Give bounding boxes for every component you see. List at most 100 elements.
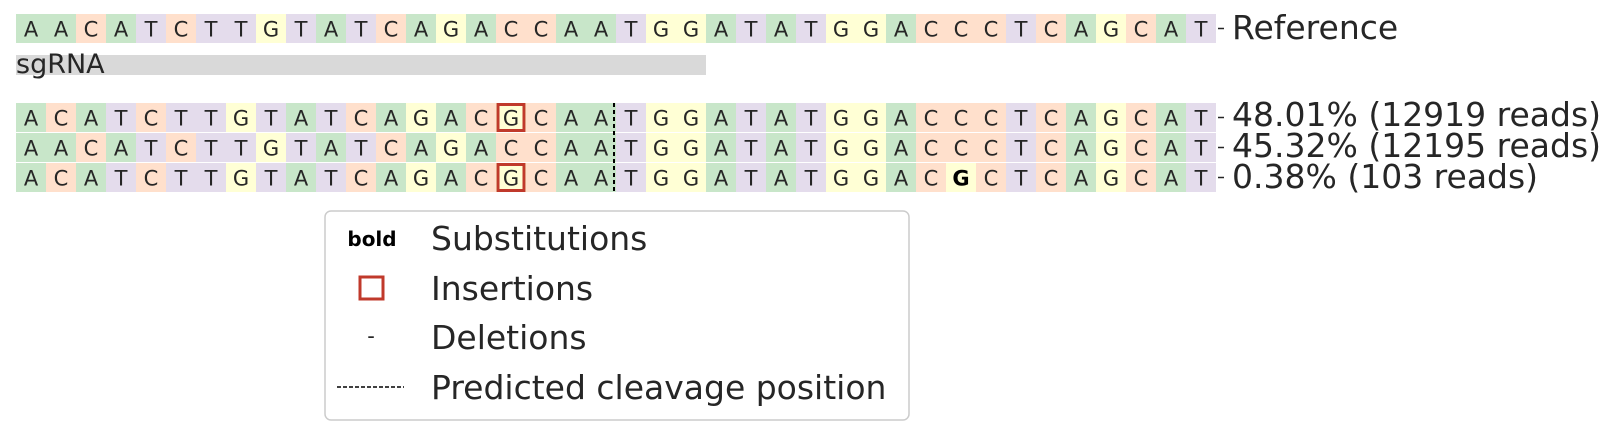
nucleotide-cell — [706, 103, 736, 132]
nucleotide-cell — [556, 14, 586, 43]
nucleotide-cell — [136, 14, 166, 43]
nucleotide-letter: A — [114, 137, 129, 161]
nucleotide-letter: A — [894, 137, 909, 161]
nucleotide-letter: A — [414, 137, 429, 161]
nucleotide-letter: T — [204, 137, 218, 161]
nucleotide-letter: T — [114, 167, 128, 191]
nucleotide-cell — [1006, 103, 1036, 132]
nucleotide-letter: T — [1014, 167, 1028, 191]
nucleotide-cell — [16, 133, 46, 162]
nucleotide-letter: C — [504, 18, 519, 42]
nucleotide-letter: G — [683, 107, 699, 131]
nucleotide-cell — [1036, 103, 1066, 132]
nucleotide-letter: C — [534, 107, 549, 131]
nucleotide-cell — [46, 14, 76, 43]
nucleotide-cell — [1036, 133, 1066, 162]
nucleotide-cell — [136, 133, 166, 162]
nucleotide-letter: T — [354, 137, 368, 161]
nucleotide-letter: C — [474, 107, 489, 131]
nucleotide-cell — [676, 103, 706, 132]
nucleotide-letter: T — [204, 167, 218, 191]
nucleotide-cell — [226, 133, 256, 162]
nucleotide-letter: G — [683, 18, 699, 42]
nucleotide-cell — [826, 103, 856, 132]
nucleotide-letter: C — [384, 137, 399, 161]
nucleotide-cell — [766, 133, 796, 162]
nucleotide-cell — [466, 163, 496, 192]
nucleotide-letter: T — [1014, 137, 1028, 161]
nucleotide-cell — [286, 14, 316, 43]
nucleotide-letter: A — [24, 107, 39, 131]
nucleotide-cell — [946, 103, 976, 132]
nucleotide-letter: T — [264, 167, 278, 191]
nucleotide-cell — [946, 163, 976, 192]
nucleotide-cell — [1096, 163, 1126, 192]
nucleotide-letter: A — [84, 167, 99, 191]
nucleotide-letter: A — [1074, 107, 1089, 131]
nucleotide-cell — [706, 163, 736, 192]
nucleotide-letter: G — [503, 167, 519, 191]
nucleotide-letter: C — [1044, 107, 1059, 131]
nucleotide-cell — [826, 163, 856, 192]
nucleotide-cell — [346, 133, 376, 162]
nucleotide-letter: A — [1164, 137, 1179, 161]
allele-label-1: 48.01% (12919 reads) — [1232, 95, 1601, 134]
nucleotide-cell — [166, 163, 196, 192]
nucleotide-letter: A — [324, 18, 339, 42]
nucleotide-cell — [1066, 14, 1096, 43]
nucleotide-cell — [406, 103, 436, 132]
nucleotide-cell — [676, 163, 706, 192]
nucleotide-letter: A — [594, 18, 609, 42]
nucleotide-cell — [796, 103, 826, 132]
nucleotide-cell — [496, 163, 526, 192]
nucleotide-letter: C — [954, 137, 969, 161]
nucleotide-cell — [796, 14, 826, 43]
nucleotide-cell — [466, 14, 496, 43]
nucleotide-cell — [736, 163, 766, 192]
nucleotide-letter: G — [833, 137, 849, 161]
nucleotide-cell — [76, 163, 106, 192]
nucleotide-letter: C — [174, 18, 189, 42]
nucleotide-cell — [616, 103, 646, 132]
nucleotide-letter: G — [833, 18, 849, 42]
nucleotide-cell — [586, 14, 616, 43]
nucleotide-cell — [286, 133, 316, 162]
nucleotide-letter: T — [294, 137, 308, 161]
nucleotide-cell — [166, 14, 196, 43]
nucleotide-cell — [1186, 14, 1216, 43]
nucleotide-cell — [286, 163, 316, 192]
nucleotide-letter: T — [624, 107, 638, 131]
nucleotide-cell — [976, 14, 1006, 43]
nucleotide-letter: C — [54, 107, 69, 131]
nucleotide-cell — [1156, 14, 1186, 43]
nucleotide-letter: C — [1134, 167, 1149, 191]
nucleotide-cell — [916, 103, 946, 132]
legend-bold-symbol: bold — [347, 227, 396, 251]
nucleotide-cell — [1006, 163, 1036, 192]
nucleotide-letter: C — [984, 18, 999, 42]
deletion-dash-icon: - — [367, 324, 375, 348]
nucleotide-cell — [436, 133, 466, 162]
nucleotide-letter: A — [474, 18, 489, 42]
nucleotide-letter: A — [294, 167, 309, 191]
nucleotide-cell — [1186, 133, 1216, 162]
nucleotide-cell — [526, 133, 556, 162]
nucleotide-letter: T — [144, 18, 158, 42]
nucleotide-letter: G — [443, 18, 459, 42]
nucleotide-cell — [976, 133, 1006, 162]
nucleotide-letter: G — [683, 167, 699, 191]
nucleotide-letter: A — [894, 107, 909, 131]
nucleotide-letter: G — [263, 137, 279, 161]
nucleotide-cell — [256, 163, 286, 192]
nucleotide-letter: C — [534, 137, 549, 161]
nucleotide-cell — [1126, 103, 1156, 132]
nucleotide-cell — [466, 103, 496, 132]
nucleotide-letter: C — [924, 167, 939, 191]
nucleotide-letter: G — [233, 107, 249, 131]
nucleotide-cell — [1066, 133, 1096, 162]
legend-substitutions: Substitutions — [431, 219, 647, 258]
nucleotide-cell — [526, 163, 556, 192]
legend: bold Substitutions Insertions - Deletion… — [324, 210, 910, 421]
sgrna-bar — [16, 55, 706, 75]
